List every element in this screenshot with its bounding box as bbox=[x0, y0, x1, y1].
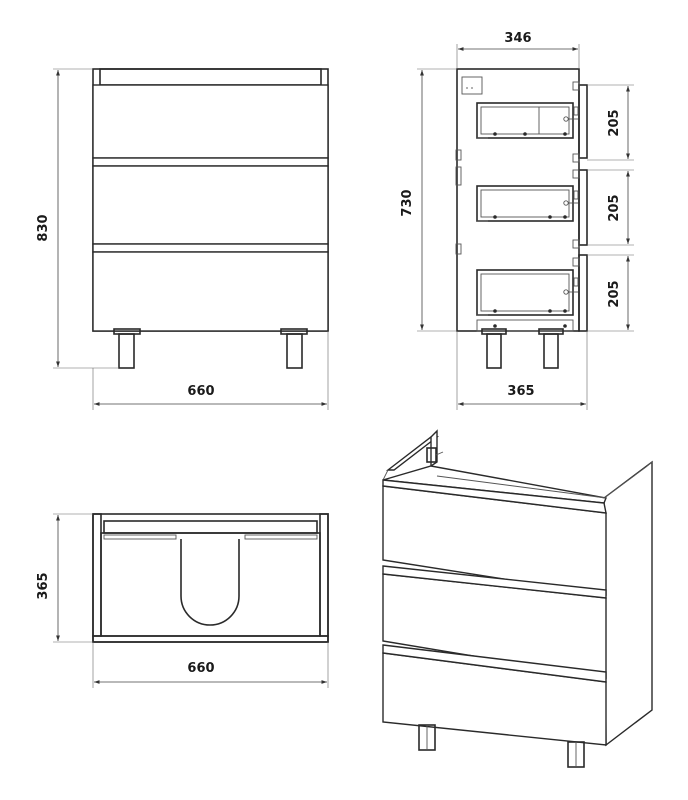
top-back-rail bbox=[103, 520, 318, 534]
isometric-view bbox=[382, 429, 653, 768]
front-top-panel bbox=[99, 68, 322, 86]
front-width-label: 660 bbox=[187, 384, 214, 399]
side-drawer-box-3 bbox=[476, 269, 579, 332]
side-drawer-front-2 bbox=[578, 169, 588, 246]
front-view: 830 660 bbox=[36, 68, 329, 410]
top-drawer-interior bbox=[100, 532, 321, 637]
top-depth-label: 365 bbox=[36, 572, 51, 599]
side-depth-label: 346 bbox=[504, 31, 531, 46]
iso-drawer-2-top bbox=[382, 565, 607, 599]
side-drawer-box-1 bbox=[476, 102, 579, 139]
side-leg-right bbox=[543, 333, 559, 369]
side-drawer-box-2 bbox=[476, 185, 579, 222]
top-view: 365 660 bbox=[36, 513, 329, 688]
iso-drawer-3-top bbox=[382, 644, 607, 683]
front-leg-right bbox=[286, 333, 303, 369]
front-drawer-3 bbox=[92, 251, 329, 332]
iso-back-top-edge bbox=[385, 436, 440, 471]
top-left-side bbox=[92, 513, 102, 637]
iso-right-side-panel bbox=[603, 460, 653, 747]
side-drawer-front-1 bbox=[578, 84, 588, 159]
top-front-panel bbox=[92, 635, 329, 643]
top-siphon-cutout bbox=[180, 539, 240, 626]
side-drawer-1-label: 205 bbox=[607, 109, 622, 136]
side-leg-left bbox=[486, 333, 502, 369]
front-drawer-2-gap bbox=[92, 243, 329, 253]
iso-drawer-1-top bbox=[382, 479, 607, 514]
front-drawer-2 bbox=[92, 165, 329, 245]
side-view: 346 730 365 205 205 205 bbox=[400, 31, 634, 410]
top-right-side bbox=[319, 513, 329, 637]
side-drawer-2-label: 205 bbox=[607, 194, 622, 221]
side-body-outline bbox=[456, 68, 580, 332]
front-drawer-1-gap bbox=[92, 157, 329, 167]
top-width-label: 660 bbox=[187, 661, 214, 676]
side-drawer-3-label: 205 bbox=[607, 280, 622, 307]
front-leg-left bbox=[118, 333, 135, 369]
front-height-label: 830 bbox=[36, 214, 51, 241]
side-bottom-depth-label: 365 bbox=[507, 384, 534, 399]
side-height-label: 730 bbox=[400, 189, 415, 216]
front-drawer-1 bbox=[92, 84, 329, 159]
side-drawer-front-3 bbox=[578, 254, 588, 332]
